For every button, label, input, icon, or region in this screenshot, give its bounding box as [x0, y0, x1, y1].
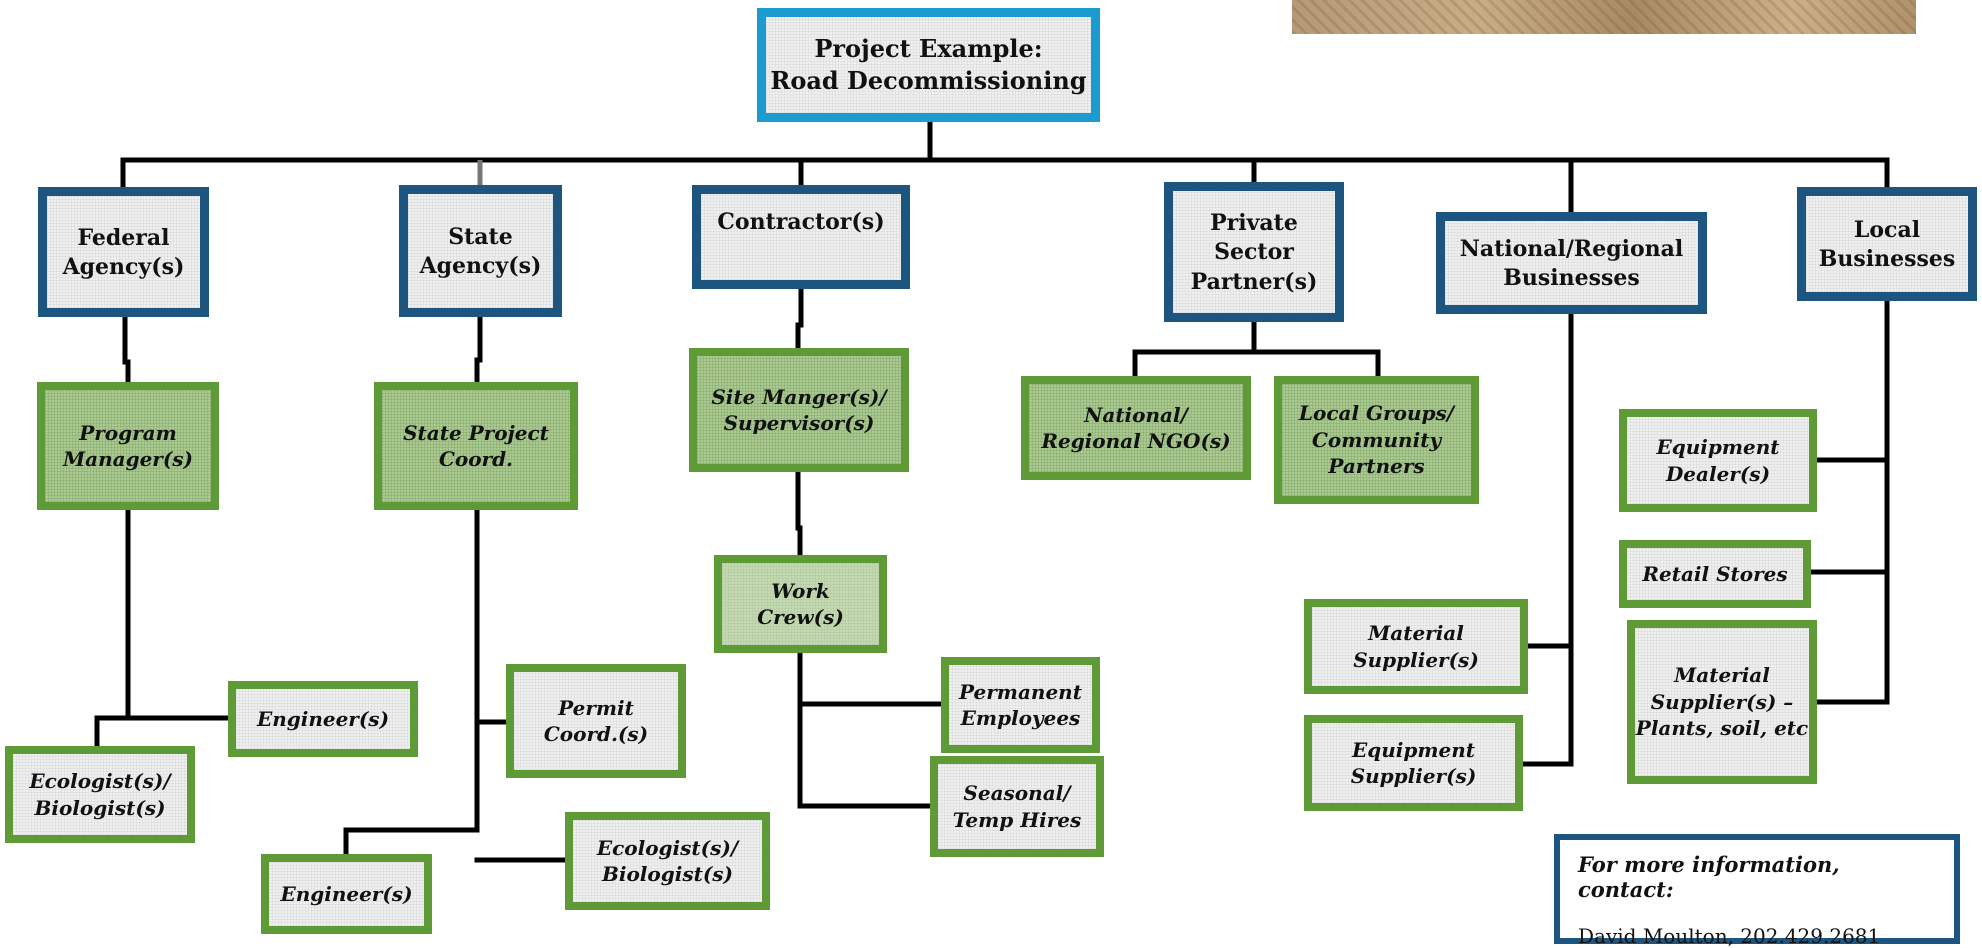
role-label: Biologist(s) — [34, 795, 166, 820]
role-label: Material — [1368, 621, 1464, 646]
role-label: Coord. — [438, 447, 514, 471]
org-label: Businesses — [1503, 265, 1640, 291]
root-title-line2: Road Decommissioning — [770, 66, 1087, 95]
role-label: Supplier(s) — [1353, 647, 1479, 672]
role-label: Work — [771, 578, 830, 603]
role-label: Site Manger(s)/ — [711, 384, 887, 409]
landscape-photo — [1292, 0, 1916, 34]
role-label: Partners — [1328, 454, 1425, 479]
role-label: Equipment — [1351, 737, 1475, 762]
org-label: Agency(s) — [419, 253, 542, 279]
role-seasonal-temp-hires: Seasonal/Temp Hires — [930, 756, 1104, 857]
role-label: Dealer(s) — [1665, 461, 1771, 486]
role-label: Supplier(s) — [1350, 764, 1477, 788]
role-label: Plants, soil, etc — [1635, 716, 1809, 741]
org-label: Federal — [77, 224, 170, 251]
role-label: Permanent — [959, 679, 1082, 704]
role-label: Temp Hires — [952, 807, 1082, 832]
role-national-regional-ngo: National/Regional NGO(s) — [1021, 376, 1251, 480]
role-site-manager: Site Manger(s)/Supervisor(s) — [689, 348, 909, 472]
role-label: Engineer(s) — [280, 881, 413, 906]
org-label: State — [448, 223, 513, 250]
org-label: Agency(s) — [62, 254, 185, 280]
org-label: Businesses — [1818, 246, 1956, 272]
role-label: Engineer(s) — [256, 706, 390, 731]
role-federal-ecologist: Ecologist(s)/Biologist(s) — [5, 746, 195, 843]
org-label: National/Regional — [1459, 235, 1684, 262]
org-label: Sector — [1214, 239, 1294, 266]
role-label: National/ — [1084, 402, 1188, 427]
role-label: Biologist(s) — [601, 862, 734, 886]
role-label: Material — [1674, 663, 1770, 688]
role-label: Ecologist(s)/ — [29, 769, 171, 794]
org-label: Contractor(s) — [717, 209, 885, 235]
role-label: Supplier(s) – — [1650, 689, 1794, 714]
role-label: Retail Stores — [1642, 561, 1788, 586]
root-box: Project Example: Road Decommissioning — [757, 8, 1100, 122]
role-state-engineer: Engineer(s) — [261, 854, 432, 934]
role-label: Employees — [960, 706, 1081, 730]
role-label: Supervisor(s) — [723, 411, 875, 435]
role-label: Ecologist(s)/ — [596, 835, 739, 860]
contact-heading: For more information, contact: — [1578, 852, 1840, 902]
role-label: Permit — [558, 695, 634, 720]
role-label: Manager(s) — [62, 447, 194, 471]
role-federal-engineer: Engineer(s) — [228, 681, 418, 757]
org-label: Local — [1853, 216, 1921, 243]
role-label: State Project — [403, 420, 549, 445]
role-label: Local Groups/ — [1298, 401, 1455, 426]
root-title-line1: Project Example: — [814, 34, 1043, 64]
role-label: Regional NGO(s) — [1041, 429, 1231, 453]
role-state-ecologist: Ecologist(s)/Biologist(s) — [565, 812, 770, 910]
role-label: Crew(s) — [757, 605, 844, 629]
role-label: Community — [1311, 427, 1442, 452]
role-retail-stores: Retail Stores — [1619, 540, 1811, 608]
role-label: Coord.(s) — [543, 722, 649, 746]
role-label: Seasonal/ — [963, 781, 1071, 806]
org-contractor: Contractor(s) — [692, 185, 910, 289]
org-label: Private — [1210, 210, 1298, 237]
org-label: Partner(s) — [1190, 268, 1318, 295]
role-label: Equipment — [1656, 435, 1780, 460]
connector-lines — [94, 117, 1890, 863]
role-label: Program — [79, 420, 177, 445]
